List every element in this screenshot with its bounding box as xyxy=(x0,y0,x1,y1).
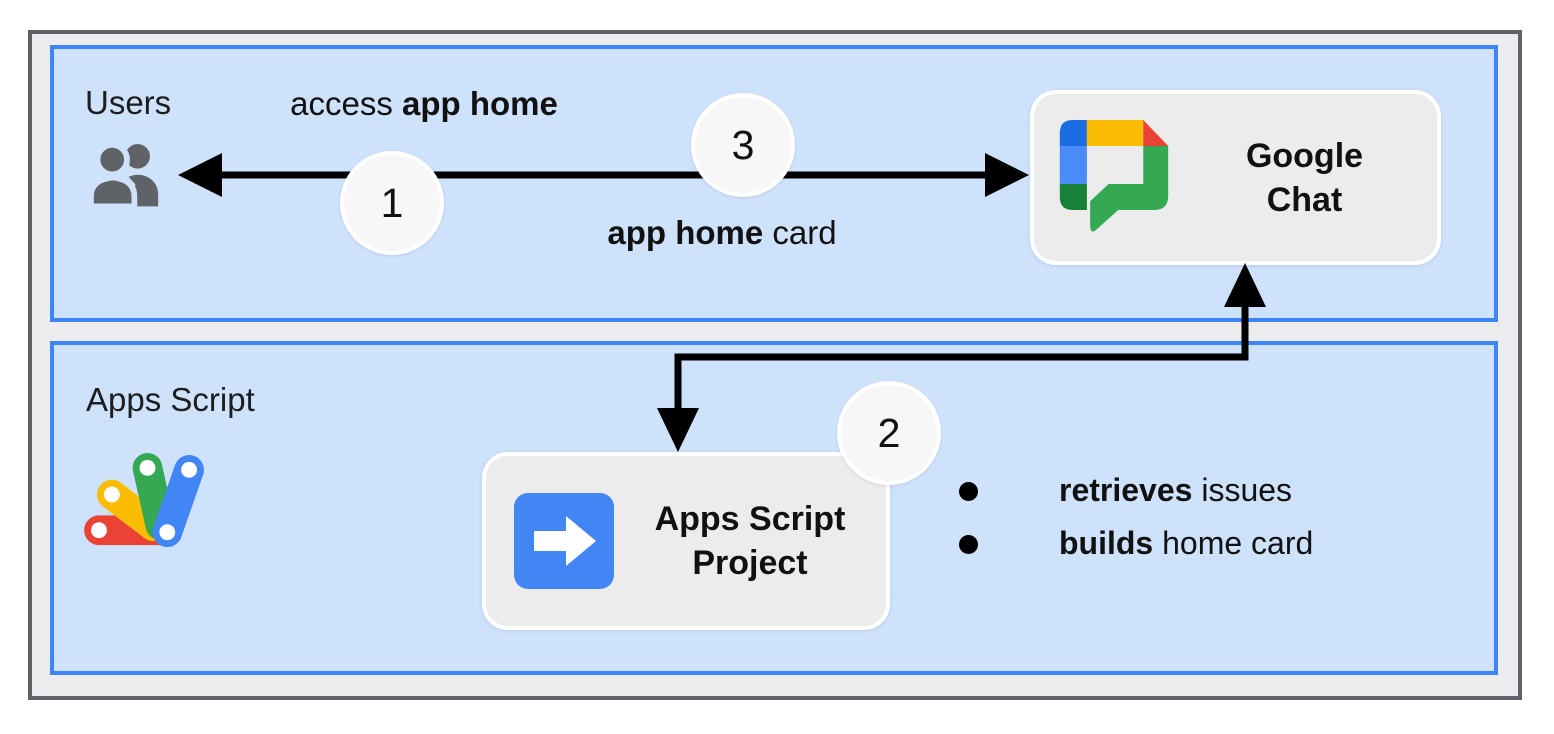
google-chat-label-line1: Google xyxy=(1245,136,1364,175)
apps-script-project-node: Apps Script Project xyxy=(482,452,890,630)
google-chat-label-line2: Chat xyxy=(1266,180,1343,219)
arrow-right-icon xyxy=(514,493,614,589)
apps-script-project-label-line2: Project xyxy=(692,544,808,582)
apps-script-logo-icon xyxy=(84,452,208,554)
bullet-item-builds: builds home card xyxy=(945,517,1313,570)
users-people-icon xyxy=(86,139,168,213)
apps-script-section-label: Apps Script xyxy=(86,381,255,418)
bullet-dot-icon xyxy=(959,535,978,554)
step-1-number: 1 xyxy=(380,179,404,226)
bullet-dot-icon xyxy=(959,482,978,501)
step-badge-2: 2 xyxy=(837,381,941,485)
label-access-bold: app home xyxy=(402,85,558,122)
step-badge-3: 3 xyxy=(691,93,795,197)
bullet-1-bold: retrieves xyxy=(1059,472,1193,508)
bullet-1-regular: issues xyxy=(1192,472,1293,508)
label-card-regular: card xyxy=(763,214,837,251)
bullet-2-regular: home card xyxy=(1153,525,1314,561)
google-chat-label: Google Chat xyxy=(1172,134,1437,222)
edge-label-access-app-home: access app home xyxy=(224,85,624,123)
step-2-number: 2 xyxy=(877,409,901,456)
apps-script-project-label: Apps Script Project xyxy=(614,497,886,585)
step-badge-1: 1 xyxy=(340,151,444,255)
google-chat-node: Google Chat xyxy=(1030,90,1441,265)
bullet-item-retrieves: retrieves issues xyxy=(945,464,1313,517)
step-2-bullet-list: retrieves issues builds home card xyxy=(945,464,1313,570)
edge-label-app-home-card: app home card xyxy=(522,214,922,252)
users-section-label: Users xyxy=(85,84,172,121)
bullet-2-bold: builds xyxy=(1059,525,1154,561)
label-card-bold: app home xyxy=(607,214,764,251)
label-access-regular: access xyxy=(290,85,402,122)
apps-script-project-label-line1: Apps Script xyxy=(654,500,846,538)
step-3-number: 3 xyxy=(731,121,755,168)
google-chat-logo-icon xyxy=(1056,119,1172,236)
